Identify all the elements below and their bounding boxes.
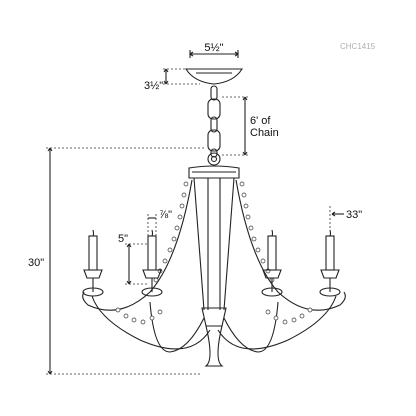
chain-length-label-line1: 6' of: [250, 115, 271, 127]
crown: [188, 165, 240, 179]
candle-right-outer: [319, 229, 341, 297]
bead-drape-right: [239, 181, 313, 325]
suspension-ring: [207, 152, 221, 166]
overall-width-dimension: 33": [329, 206, 362, 228]
candle-height-label: 5": [118, 233, 128, 245]
canopy-height-label: 3½": [144, 80, 163, 92]
chain-length-label-line2: Chain: [250, 127, 279, 139]
canopy-width-label: 5½": [204, 42, 223, 54]
bead-drape-left: [115, 181, 189, 325]
candle-height-dimension: 5": [118, 233, 148, 285]
overall-height-dimension: 30": [28, 147, 205, 375]
arms: [82, 179, 346, 353]
canopy-width-dimension: 5½": [189, 42, 239, 58]
candle-left-outer: [82, 229, 104, 297]
candle-right-inner: [261, 229, 283, 297]
chain-length-dimension: 6' of Chain: [222, 96, 279, 156]
canopy-height-dimension: 3½": [144, 68, 200, 92]
product-code: CHC1415: [340, 42, 376, 51]
candle-left-inner: [141, 229, 163, 297]
candle-width-label: ⅞": [159, 209, 172, 221]
overall-width-label: 33": [346, 209, 362, 221]
canopy: [185, 68, 243, 85]
candle-width-dimension: ⅞": [147, 209, 172, 236]
overall-height-label: 30": [28, 257, 44, 269]
center-stem: [193, 177, 235, 367]
chain: [207, 85, 221, 158]
